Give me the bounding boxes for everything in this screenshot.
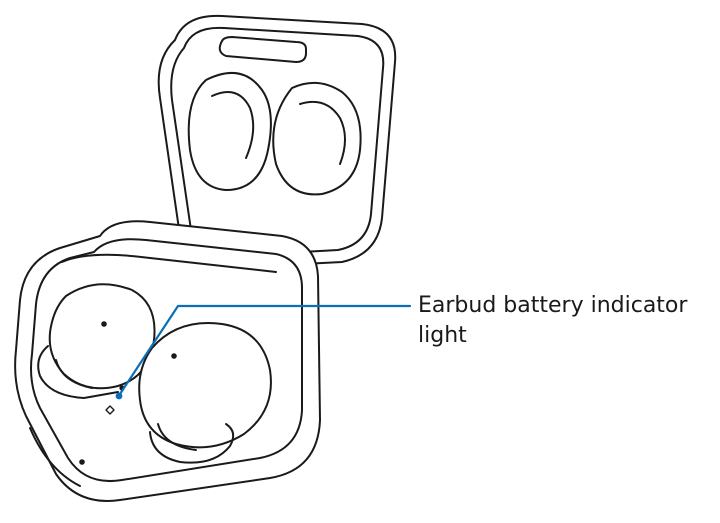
callout-label-line-2: light: [418, 323, 467, 348]
base-center-mark: [105, 405, 115, 415]
earbud-right-dot: [171, 353, 177, 359]
lid-cavity-right: [272, 81, 362, 196]
callout: [115, 304, 412, 400]
earbud-left-tip: [55, 359, 93, 389]
earbud-left-dot: [101, 321, 107, 327]
lid-cavity-left: [187, 72, 272, 191]
earbud-right-wing: [149, 423, 235, 464]
lid-inner-rim: [170, 26, 385, 258]
callout-leader-line: [118, 304, 412, 396]
base-rear-wall: [61, 253, 277, 273]
base-front-dot: [79, 459, 85, 465]
lid-cavity-right-inner: [299, 100, 346, 165]
callout-label: Earbud battery indicator light: [418, 291, 718, 351]
base-bottom-lip: [29, 427, 81, 487]
earbud-right: [138, 322, 272, 464]
battery-indicator-light: [115, 392, 123, 400]
case-lid: [157, 14, 397, 270]
earbud-left-shell: [48, 283, 156, 390]
earbud-right-stem: [157, 423, 197, 451]
earbud-left-wing: [37, 345, 119, 399]
lid-outer-shell: [157, 14, 397, 270]
earbud-left: [37, 283, 156, 399]
callout-label-line-1: Earbud battery indicator: [418, 293, 688, 318]
base-inner-rim: [30, 238, 303, 482]
lid-top-slot: [218, 36, 307, 63]
lid-cavity-left-inner: [211, 91, 255, 159]
